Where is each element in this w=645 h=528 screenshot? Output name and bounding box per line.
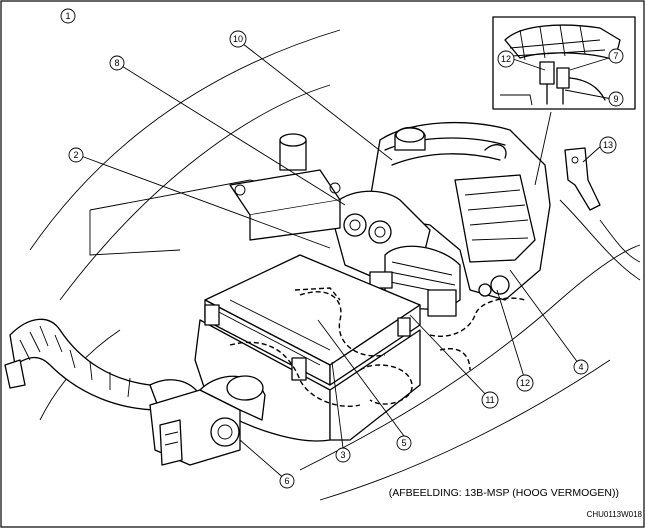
resonator-assembly	[149, 375, 266, 466]
callout-13: 13	[599, 136, 617, 154]
callout-1: 1	[60, 8, 76, 24]
callout-12: 12	[516, 374, 534, 392]
callout-9: 9	[608, 91, 624, 107]
callout-11: 11	[481, 391, 499, 409]
callout-6: 6	[279, 473, 295, 489]
svg-text:6: 6	[284, 476, 289, 486]
svg-text:10: 10	[233, 34, 243, 44]
svg-text:5: 5	[401, 438, 406, 448]
svg-text:3: 3	[340, 450, 345, 460]
callout-8: 8	[109, 55, 125, 71]
callout-4: 4	[573, 359, 589, 375]
background-components	[229, 133, 341, 241]
svg-text:12: 12	[520, 378, 530, 388]
callout-5: 5	[396, 435, 412, 451]
hidden-lines	[229, 287, 526, 407]
svg-text:2: 2	[73, 150, 78, 160]
svg-text:12: 12	[501, 54, 511, 64]
svg-text:7: 7	[613, 51, 618, 61]
callout-3: 3	[335, 447, 351, 463]
svg-text:9: 9	[613, 94, 618, 104]
figure-caption: (AFBEELDING: 13B-MSP (HOOG VERMOGEN))	[388, 487, 619, 499]
svg-text:1: 1	[65, 11, 70, 21]
svg-text:8: 8	[114, 58, 119, 68]
svg-text:4: 4	[578, 362, 583, 372]
callout-10: 10	[229, 30, 247, 48]
leader-lines	[80, 39, 613, 482]
callout-12-inset: 12	[497, 50, 515, 68]
svg-text:11: 11	[485, 395, 494, 405]
callout-2: 2	[68, 147, 84, 163]
intake-manifold	[369, 121, 551, 301]
image-code: CHU0113W018	[586, 510, 642, 519]
svg-text:13: 13	[603, 140, 613, 150]
bracket	[564, 147, 601, 211]
callout-7: 7	[608, 48, 624, 64]
